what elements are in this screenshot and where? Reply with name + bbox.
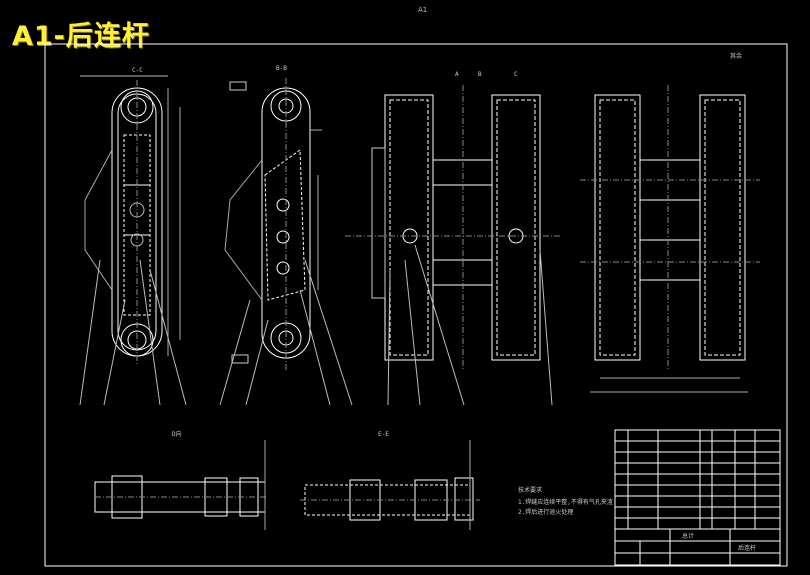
tech-note-1: 1.焊缝应连续平整,不得有气孔夹渣 [518,498,613,506]
view-cc: C-C [79,67,187,406]
title-block [614,429,781,566]
tech-notes-heading: 技术要求 [518,486,542,494]
tech-notes: 技术要求 1.焊缝应连续平整,不得有气孔夹渣 2.焊后进行退火处理 [518,486,613,516]
view-aa: A B C [345,71,560,406]
view-e: E-E [300,431,480,530]
drawing-title: A1-后连杆 [12,21,150,52]
roughness-note: 其余 [730,52,742,60]
view-b-label: B [478,71,482,78]
view-bb-label: B-B [276,65,287,72]
view-d-label: D向 [172,430,182,438]
view-d: D向 [94,430,268,530]
title-block-part-name: 后连杆 [738,544,756,552]
title-block-total: 总计 [682,532,694,540]
drawing-frame [44,43,788,567]
view-side: 其余 [580,52,760,393]
view-a-label: A [455,71,459,78]
view-e-label: E-E [378,431,389,438]
view-bb: B-B [219,65,353,406]
tech-note-2: 2.焊后进行退火处理 [518,508,573,516]
view-c-label: C [514,71,518,78]
view-cc-label: C-C [132,67,143,74]
sheet-size-label: A1 [418,6,428,14]
